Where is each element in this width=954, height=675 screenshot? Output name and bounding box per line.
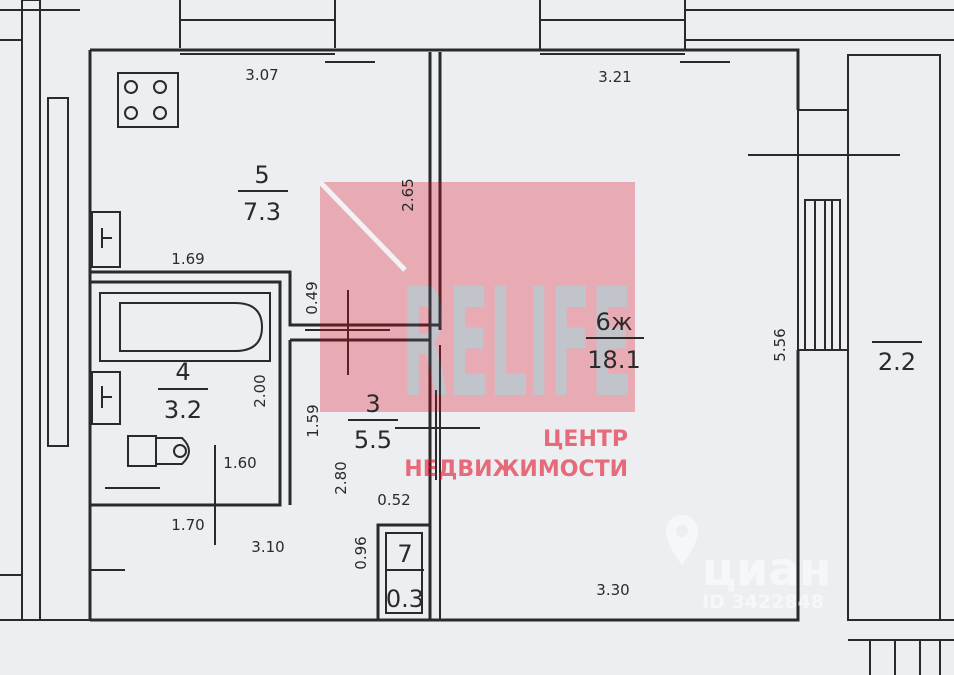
toilet-icon [127,435,190,467]
dim-hall-bottom: 3.10 [251,538,284,556]
dim-kitchen-height: 2.65 [399,178,417,211]
stove-icon [117,72,179,128]
closet-area: 0.3 [386,585,424,613]
living-area: 18.1 [587,346,640,374]
windows-top [180,53,730,63]
cian-id: ID 3422848 [702,591,824,613]
dim-hall-width: 1.59 [304,404,322,437]
room-labels: 5 7.3 4 3.2 3 5.5 7 0.3 6ж 18.1 2.2 [158,161,922,613]
hall-markers [90,290,480,571]
dim-living-bottom: 3.30 [596,581,629,599]
cian-logo-text: циан [702,542,831,596]
living-number: 6ж [596,308,633,336]
dim-living-top: 3.21 [598,68,631,86]
kitchen-number: 5 [254,161,269,189]
outer-walls [88,48,800,622]
bathroom-number: 4 [175,358,190,386]
watermark-line1: ЦЕНТР [543,427,628,452]
dim-closet-height: 0.96 [352,536,370,569]
hall-area: 5.5 [354,426,392,454]
bathtub-icon [99,292,271,362]
dim-kitchen-bottom: 1.69 [171,250,204,268]
watermark-line2: НЕДВИЖИМОСТИ [404,457,628,482]
interior-walls [90,52,442,622]
balcony-door [748,109,900,351]
dim-toilet-side: 1.60 [223,454,256,472]
dim-kitchen-top: 3.07 [245,66,278,84]
washbasin-icon [91,371,121,425]
radiator-left [47,97,69,447]
dim-corridor-gap: 0.49 [303,281,321,314]
dim-bath-bottom: 1.70 [171,516,204,534]
dim-hall-height: 2.80 [332,461,350,494]
watermark-brand: RELIFE [402,257,632,431]
dim-bath-height: 2.00 [251,374,269,407]
balcony-area: 2.2 [878,348,916,376]
dimension-labels: 3.07 3.21 2.65 1.69 0.49 2.00 1.59 1.60 … [171,66,789,599]
relife-watermark: RELIFE [318,180,635,431]
closet-number: 7 [397,540,412,568]
dim-living-height: 5.56 [771,328,789,361]
dim-closet-width: 0.52 [377,491,410,509]
bathroom-area: 3.2 [164,396,202,424]
hall-number: 3 [365,390,380,418]
cian-watermark: циан ID 3422848 [666,515,831,613]
location-pin-icon [666,515,698,565]
sink-icon [91,211,121,268]
kitchen-area: 7.3 [243,198,281,226]
